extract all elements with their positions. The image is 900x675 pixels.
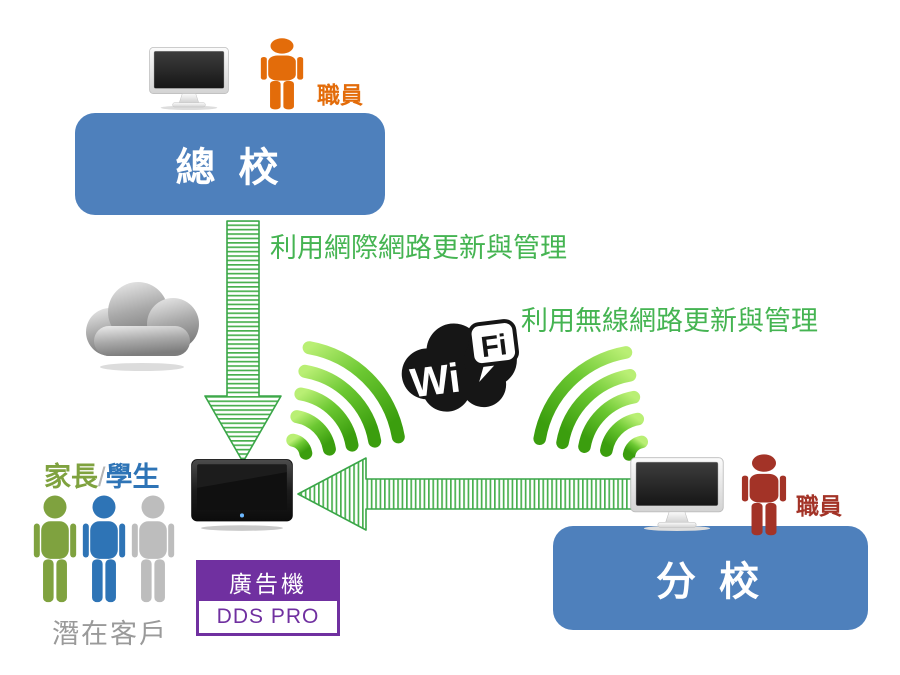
branch-box-label: 分 校 [655, 560, 766, 604]
signage-brand: DDS PRO [216, 605, 320, 628]
potential-customer-caption: 潛在客戶 [52, 619, 168, 649]
wifi-fi-text: Fi [479, 328, 509, 364]
branch-box: 分 校 [553, 526, 868, 630]
cloud-icon [86, 282, 199, 371]
parent-person-icon [33, 495, 77, 603]
student-person-icon [82, 495, 126, 603]
wireless-note: 利用無線網路更新與管理 [521, 306, 818, 336]
signage-box: 廣告機 DDS PRO [196, 560, 340, 636]
branch-staff-label: 職員 [796, 493, 842, 519]
branch-monitor-icon [630, 457, 724, 531]
hq-staff-label: 職員 [317, 82, 363, 108]
hq-monitor-icon [149, 47, 229, 110]
signage-title: 廣告機 [199, 563, 337, 601]
wifi-waves-right-icon [533, 346, 649, 461]
wifi-wi-text: Wi [408, 355, 463, 407]
wifi-logo-icon: Wi Fi [401, 319, 519, 412]
hq-box: 總 校 [75, 113, 385, 215]
branch-staff-person-icon [741, 454, 787, 536]
parents-label: 家長 [44, 462, 98, 492]
potential-person-icon [131, 495, 175, 603]
internet-note: 利用網際網路更新與管理 [270, 233, 567, 263]
slash-separator: / [98, 462, 106, 492]
wifi-waves-left-icon [286, 341, 405, 460]
arrow-down-icon [204, 220, 282, 463]
hq-staff-person-icon [260, 38, 304, 110]
signage-tv-icon [191, 459, 293, 531]
hq-box-label: 總 校 [175, 146, 285, 190]
audience-label: 家長/學生 [44, 455, 160, 494]
arrow-left-icon [297, 457, 633, 531]
students-label: 學生 [105, 462, 160, 492]
